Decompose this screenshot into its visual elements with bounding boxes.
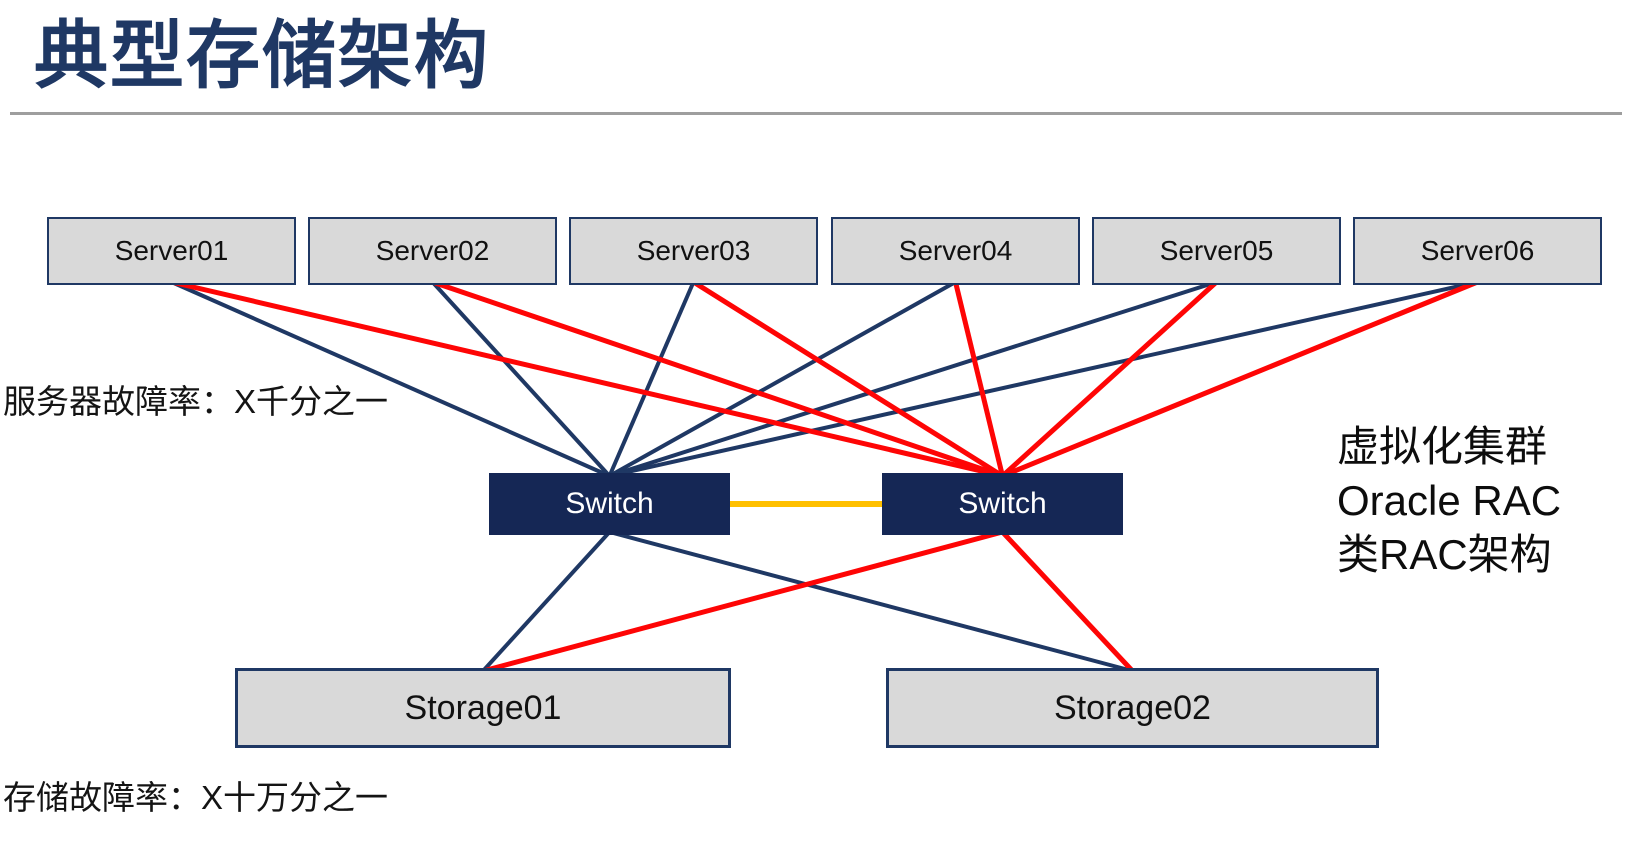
connection-line-server-2-switch-a bbox=[431, 280, 611, 478]
storage-label: Storage02 bbox=[1054, 688, 1211, 727]
connection-line-server-5-switch-b bbox=[1000, 280, 1219, 478]
server-label: Server02 bbox=[375, 235, 490, 266]
cluster-note: 虚拟化集群 Oracle RAC 类RAC架构 bbox=[1337, 420, 1561, 582]
server-node-03: Server03 bbox=[569, 217, 818, 285]
storage-label: Storage01 bbox=[404, 688, 562, 727]
page-title: 典型存储架构 bbox=[34, 14, 490, 97]
storage-node-01: Storage01 bbox=[235, 668, 731, 748]
server-node-02: Server02 bbox=[308, 217, 557, 285]
connection-line-server-6-switch-b bbox=[1001, 279, 1479, 479]
switch-label: Switch bbox=[958, 487, 1047, 520]
title-divider bbox=[10, 112, 1622, 115]
server-label: Server04 bbox=[898, 235, 1013, 266]
connection-line-switch-b-storage-1 bbox=[482, 529, 1004, 674]
connection-line-server-3-switch-a bbox=[607, 281, 696, 477]
connection-line-switch-a-storage-1 bbox=[481, 530, 611, 673]
storage-node-02: Storage02 bbox=[886, 668, 1379, 748]
connection-line-server-3-switch-b bbox=[692, 279, 1004, 479]
connection-line-server-5-switch-a bbox=[608, 280, 1218, 478]
switch-label: Switch bbox=[565, 487, 654, 520]
server-failure-rate-label: 服务器故障率：X千分之一 bbox=[3, 383, 389, 420]
server-node-06: Server06 bbox=[1353, 217, 1602, 285]
switch-node-a: Switch bbox=[489, 473, 730, 535]
cluster-note-line-3: 类RAC架构 bbox=[1337, 531, 1552, 578]
connection-line-server-1-switch-a bbox=[170, 280, 611, 478]
server-label: Server03 bbox=[636, 235, 751, 266]
connection-line-server-4-switch-b bbox=[953, 281, 1005, 477]
connection-line-server-1-switch-b bbox=[170, 279, 1004, 479]
connection-line-switch-b-storage-2 bbox=[1000, 530, 1135, 673]
connection-line-switch-a-storage-2 bbox=[608, 530, 1134, 673]
server-node-04: Server04 bbox=[831, 217, 1080, 285]
server-label: Server06 bbox=[1420, 235, 1535, 266]
connection-line-server-2-switch-b bbox=[431, 279, 1004, 479]
connection-line-server-4-switch-a bbox=[608, 280, 957, 478]
server-label: Server05 bbox=[1159, 235, 1274, 266]
server-label: Server01 bbox=[114, 235, 229, 266]
switch-node-b: Switch bbox=[882, 473, 1123, 535]
cluster-note-line-2: Oracle RAC bbox=[1337, 477, 1562, 524]
server-node-05: Server05 bbox=[1092, 217, 1341, 285]
cluster-note-line-1: 虚拟化集群 bbox=[1337, 423, 1548, 470]
connection-line-server-6-switch-a bbox=[609, 280, 1478, 478]
server-node-01: Server01 bbox=[47, 217, 296, 285]
storage-failure-rate-label: 存储故障率：X十万分之一 bbox=[3, 779, 389, 816]
